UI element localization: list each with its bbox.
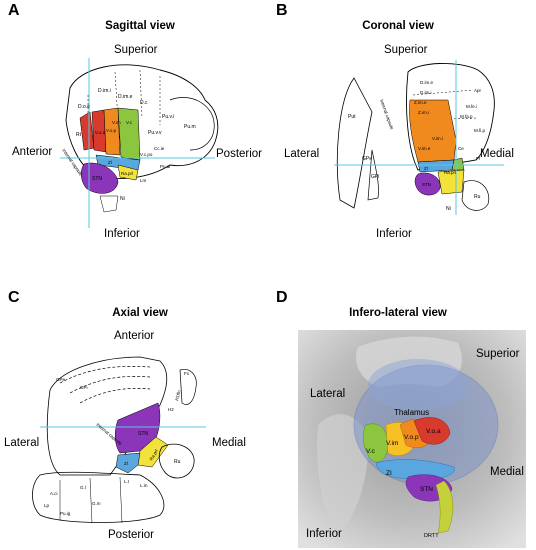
label-li: L.I bbox=[124, 479, 129, 484]
label-zl: Zl bbox=[424, 166, 428, 171]
panel-title: Sagittal view bbox=[105, 20, 175, 32]
posterior-label: Posterior bbox=[216, 148, 263, 160]
label-ru: Ru bbox=[474, 194, 481, 200]
label-mfap: M.fa.p bbox=[460, 114, 473, 119]
panel-infero-lateral: D Infero-lateral view Superior Inferior … bbox=[268, 275, 536, 550]
label-drtt: DRTT bbox=[424, 533, 439, 539]
label-rt: Rt bbox=[76, 132, 82, 138]
label-gpe: GPe bbox=[362, 156, 372, 162]
label-ni: Ni bbox=[120, 196, 125, 202]
label-puvv: Pu.v.v bbox=[148, 130, 162, 136]
label-dimi: D.im.i bbox=[98, 88, 111, 94]
label-dime: D.im.e bbox=[420, 80, 433, 85]
medial-label: Medial bbox=[212, 437, 246, 449]
label-puai: Pu.ai bbox=[160, 164, 170, 169]
label-gm: G.m bbox=[92, 501, 101, 506]
panel-title: Axial view bbox=[112, 307, 168, 319]
label-gpi: GPi bbox=[80, 385, 88, 390]
label-vcpo: V.c.po bbox=[140, 152, 153, 157]
label-gpe: GPe bbox=[56, 377, 66, 382]
label-stn: STN bbox=[138, 431, 148, 437]
posterior-label: Posterior bbox=[108, 529, 155, 541]
label-dime: D.im.e bbox=[118, 94, 133, 100]
label-lm: Lm bbox=[140, 178, 147, 183]
lateral-label: Lateral bbox=[310, 388, 345, 400]
panel-letter: C bbox=[8, 289, 20, 306]
label-h1ffn: H1ffn bbox=[174, 389, 182, 401]
label-zi: ZI bbox=[386, 470, 392, 477]
inferior-label: Inferior bbox=[104, 228, 140, 240]
medial-label: Medial bbox=[480, 148, 514, 160]
label-ru: Ru bbox=[174, 459, 181, 465]
superior-label: Superior bbox=[476, 348, 520, 360]
anterior-label: Anterior bbox=[114, 330, 155, 342]
label-lm: L.m bbox=[140, 483, 148, 488]
superior-label: Superior bbox=[114, 44, 158, 56]
label-pum: Pu.m bbox=[184, 124, 196, 130]
label-doe: D.o.e bbox=[78, 104, 90, 110]
label-zime: Z.im.e bbox=[414, 100, 427, 105]
label-put: Put bbox=[348, 114, 356, 120]
panel-letter: B bbox=[276, 2, 288, 19]
label-vim: V.im bbox=[112, 120, 121, 125]
lateral-label: Lateral bbox=[4, 437, 40, 449]
label-pf: Pf bbox=[476, 156, 481, 161]
infero-lateral-render: Superior Inferior Lateral Medial Thalamu… bbox=[298, 330, 526, 548]
label-zl: Zl bbox=[124, 461, 128, 466]
inferior-label: Inferior bbox=[306, 528, 342, 540]
label-vimi: V.im.i bbox=[432, 136, 443, 141]
label-puvi: Pu.v.i bbox=[162, 114, 174, 120]
label-dc: D.c bbox=[140, 100, 148, 106]
label-vc: V.c bbox=[126, 120, 133, 125]
coronal-diagram: Put GPe GPi D.im.e D.im.i Z.im.e Z.im.i … bbox=[334, 60, 504, 215]
label-ccie: Cc.ie bbox=[154, 146, 165, 151]
label-voa: V.o.a bbox=[426, 428, 441, 435]
label-stn: STN bbox=[422, 182, 431, 187]
label-raprl: Ra.prl bbox=[149, 449, 159, 462]
panel-letter: A bbox=[8, 2, 20, 19]
anterior-label: Anterior bbox=[12, 146, 53, 158]
label-vop: V.o.p bbox=[404, 434, 419, 441]
label-vime: V.im.e bbox=[418, 146, 431, 151]
label-internal-capsule: Internal capsule bbox=[379, 99, 395, 131]
label-fx: Fx bbox=[184, 371, 190, 376]
label-vop: V.o.p bbox=[106, 128, 117, 133]
label-mfip: M.fi.p bbox=[474, 128, 485, 133]
panel-title: Infero-lateral view bbox=[349, 307, 447, 319]
panel-letter: D bbox=[276, 289, 288, 306]
label-internal-capsule: Internal capsule bbox=[61, 148, 84, 177]
panel-axial: C Axial view Anterior Posterior Lateral … bbox=[0, 275, 268, 550]
label-zl: Zl bbox=[108, 160, 112, 165]
label-stn: STN bbox=[92, 176, 102, 182]
label-raprl: Ra.prl bbox=[444, 170, 456, 175]
medial-label: Medial bbox=[490, 466, 524, 478]
label-gpi: GPi bbox=[371, 174, 379, 180]
panel-title: Coronal view bbox=[362, 20, 434, 32]
label-dimi: D.im.i bbox=[420, 90, 432, 95]
label-gl: G.l bbox=[80, 485, 86, 490]
inferior-label: Inferior bbox=[376, 228, 412, 240]
label-puig: Pu.ig bbox=[60, 511, 71, 516]
sagittal-diagram: D.o.e D.im.i D.im.e D.c Pu.v.i Pu.m Pu.v… bbox=[60, 58, 219, 228]
label-h2: H2 bbox=[168, 407, 174, 412]
axial-diagram: GPe GPi Fx H2 STN Ra.prl Ru Zl L.I L.m G… bbox=[32, 356, 206, 524]
label-voa: V.o.a bbox=[95, 130, 106, 135]
label-ni: Ni bbox=[446, 206, 451, 212]
label-vc: V.c bbox=[366, 448, 376, 455]
label-thalamus: Thalamus bbox=[394, 408, 429, 417]
lateral-label: Lateral bbox=[284, 148, 320, 160]
label-aci: A.ci bbox=[50, 491, 58, 496]
label-stn: STN bbox=[420, 486, 433, 493]
superior-label: Superior bbox=[384, 44, 428, 56]
label-zimi: Z.im.i bbox=[418, 110, 429, 115]
panel-coronal: B Coronal view Superior Inferior Lateral… bbox=[268, 0, 536, 275]
label-ce: Ce bbox=[458, 146, 464, 151]
label-lp: Lp bbox=[44, 503, 50, 508]
label-apr: Apr bbox=[474, 88, 482, 93]
label-mfei: M.fe.i bbox=[466, 104, 477, 109]
label-vim: V.im bbox=[386, 440, 398, 447]
label-raprl: Ra.prl bbox=[121, 171, 133, 176]
panel-sagittal: A Sagittal view Superior Inferior Anteri… bbox=[0, 0, 268, 275]
